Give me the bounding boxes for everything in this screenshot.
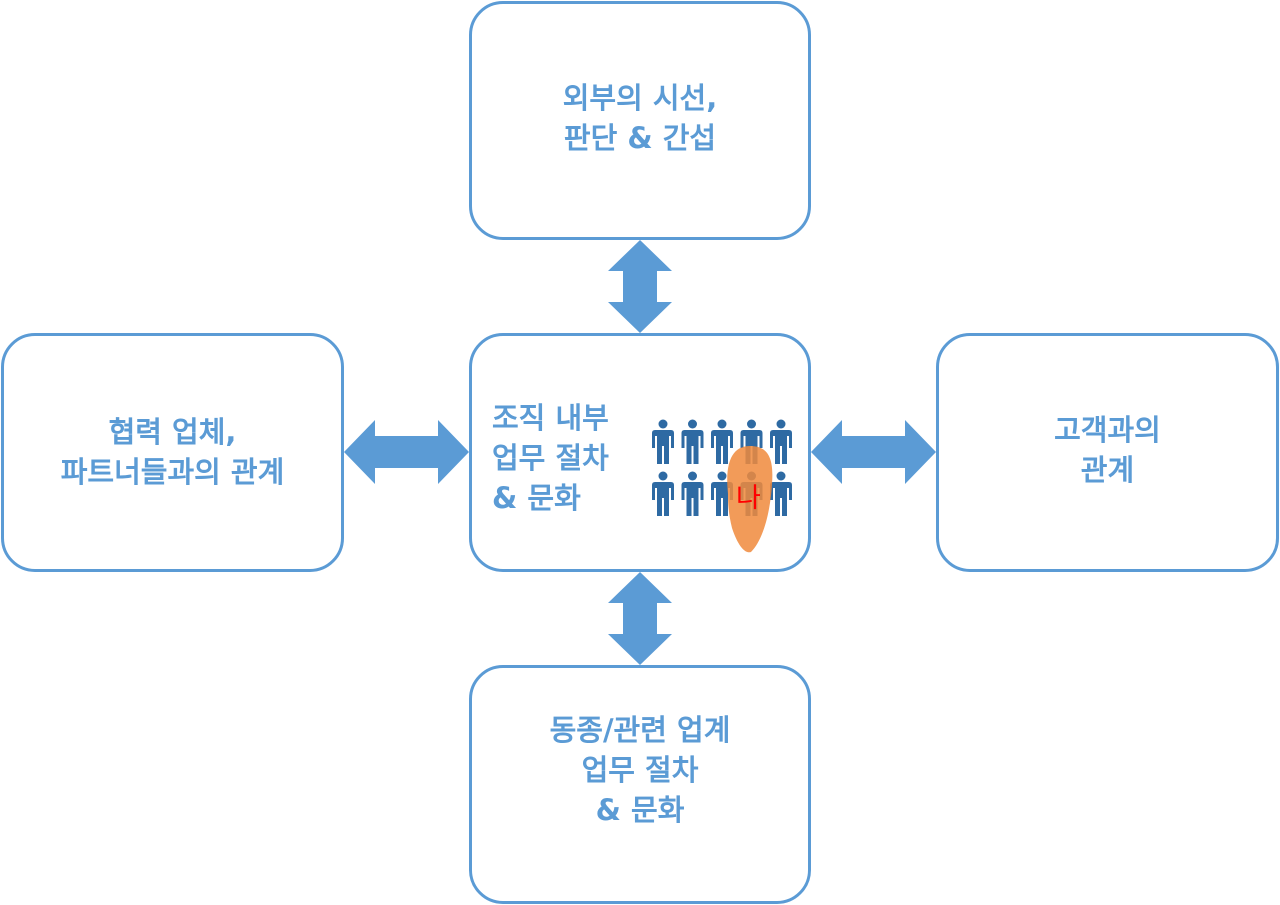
- arrow-center-right: [811, 420, 936, 484]
- internal-organization-label: 조직 내부 업무 절차 & 문화: [492, 401, 609, 515]
- person-icon: [681, 419, 704, 464]
- arrow-center-bottom: [608, 572, 672, 665]
- customers-box: 고객과의 관계: [936, 333, 1279, 572]
- internal-organization-box: 조직 내부 업무 절차 & 문화 나: [469, 333, 811, 572]
- external-view-label: 외부의 시선, 판단 & 간섭: [562, 80, 718, 155]
- person-icon: [652, 419, 674, 464]
- partners-label: 협력 업체, 파트너들과의 관계: [60, 414, 285, 489]
- person-icon: [711, 471, 733, 516]
- person-icon: [681, 471, 704, 516]
- arrow-center-top: [608, 240, 672, 333]
- partners-box: 협력 업체, 파트너들과의 관계: [1, 333, 344, 572]
- me-highlight-blob: [727, 446, 773, 553]
- arrow-center-left: [344, 420, 469, 484]
- person-icon: [652, 471, 674, 516]
- people-group-icon: [652, 419, 792, 553]
- person-icon: [770, 419, 792, 464]
- me-label: 나: [736, 483, 761, 514]
- external-view-box: 외부의 시선, 판단 & 간섭: [469, 1, 811, 240]
- person-icon: [770, 471, 792, 516]
- industry-box: 동종/관련 업계 업무 절차 & 문화: [469, 665, 811, 904]
- customers-label: 고객과의 관계: [1054, 412, 1161, 487]
- industry-label: 동종/관련 업계 업무 절차 & 문화: [549, 712, 731, 827]
- person-icon: [711, 419, 733, 464]
